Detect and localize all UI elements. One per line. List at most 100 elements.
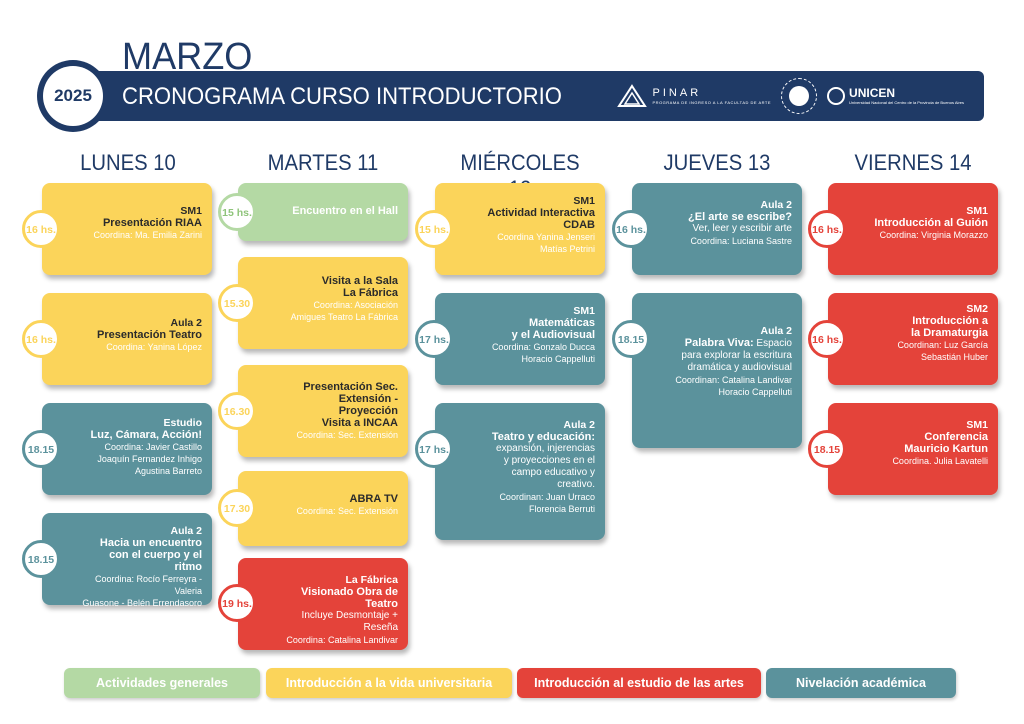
event-time-tue-1: 15 hs. [218, 193, 256, 231]
event-card-tue-5[interactable]: La Fábrica Visionado Obra de Teatro Incl… [238, 558, 408, 650]
event-time-wed-1: 15 hs. [415, 210, 453, 248]
event-time-tue-4: 17.30 [218, 489, 256, 527]
event-room: Aula 2 [760, 199, 792, 211]
event-coordinator: Sebastián Huber [920, 352, 988, 362]
event-coordinator: Guasone - Belén Errendasoro [82, 598, 202, 608]
event-description: Incluye Desmontaje + Reseña [301, 610, 398, 633]
event-title: Conferencia [924, 431, 988, 443]
event-coordinator: Coordina: Luciana Sastre [690, 236, 792, 246]
event-room: Aula 2 [760, 325, 792, 337]
event-title: Encuentro en el Hall [292, 205, 398, 217]
event-title: Teatro y educación: [491, 431, 595, 443]
event-coordinator: Horacio Cappelluti [718, 387, 792, 397]
event-title: la Dramaturgia [910, 327, 988, 339]
year-badge: 2025 [37, 60, 109, 132]
event-time-thu-1: 16 hs. [612, 210, 650, 248]
event-title: y el Audiovisual [511, 329, 595, 341]
globe-icon [827, 87, 846, 105]
event-title: Mauricio Kartun [904, 443, 988, 455]
event-card-wed-2[interactable]: SM1 Matemáticas y el Audiovisual Coordin… [435, 293, 605, 385]
day-header-friday: VIERNES 14 [854, 150, 972, 175]
event-room: Estudio [163, 417, 203, 429]
event-title: Palabra Viva: [684, 337, 754, 349]
header-banner: CRONOGRAMA CURSO INTRODUCTORIO PINAR PRO… [52, 71, 984, 121]
event-coordinator: Joaquín Fernandez Inhigo [97, 454, 202, 464]
legend-general-activities: Actividades generales [64, 668, 260, 698]
pinar-subtitle: PROGRAMA DE INGRESO A LA FACULTAD DE ART… [652, 99, 772, 105]
unicen-logo: UNICEN Universidad Nacional del Centro d… [827, 87, 964, 105]
event-coordinator: Coordina: Catalina Landivar [286, 635, 398, 645]
event-time-mon-4: 18.15 [22, 540, 60, 578]
page-title: CRONOGRAMA CURSO INTRODUCTORIO [122, 83, 562, 110]
event-title: Visita a INCAA [321, 417, 398, 429]
event-card-thu-2[interactable]: Aula 2 Palabra Viva: Espacio para explor… [632, 293, 802, 448]
event-time-tue-5: 19 hs. [218, 584, 256, 622]
event-description: y proyecciones en el [503, 455, 595, 466]
event-time-tue-2: 15.30 [218, 284, 256, 322]
event-card-tue-1[interactable]: Encuentro en el Hall [238, 183, 408, 241]
day-header-monday: LUNES 10 [80, 150, 176, 175]
event-title: Hacia un encuentro [99, 537, 202, 549]
unicen-subtitle: Universidad Nacional del Centro de la Pr… [849, 100, 964, 105]
event-card-mon-4[interactable]: Aula 2 Hacia un encuentro con el cuerpo … [42, 513, 212, 608]
event-title: Matemáticas [528, 317, 595, 329]
event-card-mon-3[interactable]: Estudio Luz, Cámara, Acción! Coordina: J… [42, 403, 212, 495]
pinar-logo: PINAR PROGRAMA DE INGRESO A LA FACULTAD … [616, 84, 772, 108]
unicen-name: UNICEN [849, 86, 896, 100]
day-header-thursday: JUEVES 13 [663, 150, 771, 175]
event-title: Introducción al Guión [874, 217, 988, 229]
event-coordinator: Coordinan: Juan Urraco [499, 492, 595, 502]
event-description: para explorar la escritura [681, 350, 792, 361]
event-room: SM1 [573, 195, 595, 207]
event-card-mon-2[interactable]: Aula 2 Presentación Teatro Coordina: Yan… [42, 293, 212, 385]
legend-academic-leveling: Nivelación académica [766, 668, 956, 698]
event-time-fri-2: 16 hs. [808, 320, 846, 358]
day-header-tuesday: MARTES 11 [267, 150, 379, 175]
event-room: La Fábrica [345, 574, 398, 586]
event-room: SM2 [966, 303, 988, 315]
faculty-seal-icon [781, 78, 818, 114]
event-card-tue-3[interactable]: Presentación Sec. Extensión - Proyección… [238, 365, 408, 457]
event-description: Ver, leer y escribir arte [692, 223, 792, 234]
event-title: La Fábrica [342, 287, 398, 299]
pinar-triangle-icon [616, 84, 647, 107]
event-card-fri-2[interactable]: SM2 Introducción a la Dramaturgia Coordi… [828, 293, 998, 385]
event-title: Visionado Obra de Teatro [301, 586, 398, 610]
event-title: Luz, Cámara, Acción! [90, 429, 202, 441]
event-time-wed-2: 17 hs. [415, 320, 453, 358]
event-description: Espacio [756, 338, 792, 349]
event-room: SM1 [180, 205, 202, 217]
event-description: campo educativo y creativo. [511, 467, 595, 490]
event-title: Extensión - Proyección [338, 393, 398, 417]
event-coordinator: Coordinan: Catalina Landivar [675, 375, 792, 385]
event-card-mon-1[interactable]: SM1 Presentación RIAA Coordina: Ma. Emil… [42, 183, 212, 275]
legend-university-life: Introducción a la vida universitaria [266, 668, 512, 698]
event-title: Actividad Interactiva [487, 207, 595, 219]
event-title: Presentación Teatro [97, 329, 202, 341]
event-coordinator: Coordina. Julia Lavatelli [892, 456, 988, 466]
event-time-wed-3: 17 hs. [415, 430, 453, 468]
event-coordinator: Amigues Teatro La Fábrica [290, 312, 398, 322]
event-title: Visita a la Sala [321, 275, 398, 287]
year-label: 2025 [54, 86, 92, 105]
event-card-tue-4[interactable]: ABRA TV Coordina: Sec. Extensión [238, 471, 408, 546]
event-title: con el cuerpo y el ritmo [109, 549, 202, 573]
event-room: SM1 [573, 305, 595, 317]
legend-arts-study: Introducción al estudio de las artes [517, 668, 761, 698]
event-room: Aula 2 [170, 317, 202, 329]
event-coordinator: Coordina: Ma. Emilia Zarini [93, 230, 202, 240]
event-card-tue-2[interactable]: Visita a la Sala La Fábrica Coordina: As… [238, 257, 408, 349]
event-coordinator: Coordina: Yanina López [106, 342, 202, 352]
event-card-wed-1[interactable]: SM1 Actividad Interactiva CDAB Coordina … [435, 183, 605, 275]
event-time-fri-3: 18.15 [808, 430, 846, 468]
event-coordinator: Agustina Barreto [134, 466, 202, 476]
event-card-thu-1[interactable]: Aula 2 ¿El arte se escribe? Ver, leer y … [632, 183, 802, 275]
event-card-wed-3[interactable]: Aula 2 Teatro y educación: expansión, in… [435, 403, 605, 540]
event-card-fri-1[interactable]: SM1 Introducción al Guión Coordina: Virg… [828, 183, 998, 275]
pinar-name: PINAR [652, 86, 702, 99]
event-time-mon-1: 16 hs. [22, 210, 60, 248]
event-coordinator: Florencia Berruti [528, 504, 595, 514]
event-description: dramática y audiovisual [687, 362, 793, 373]
event-card-fri-3[interactable]: SM1 Conferencia Mauricio Kartun Coordina… [828, 403, 998, 495]
event-title: ¿El arte se escribe? [688, 211, 792, 223]
